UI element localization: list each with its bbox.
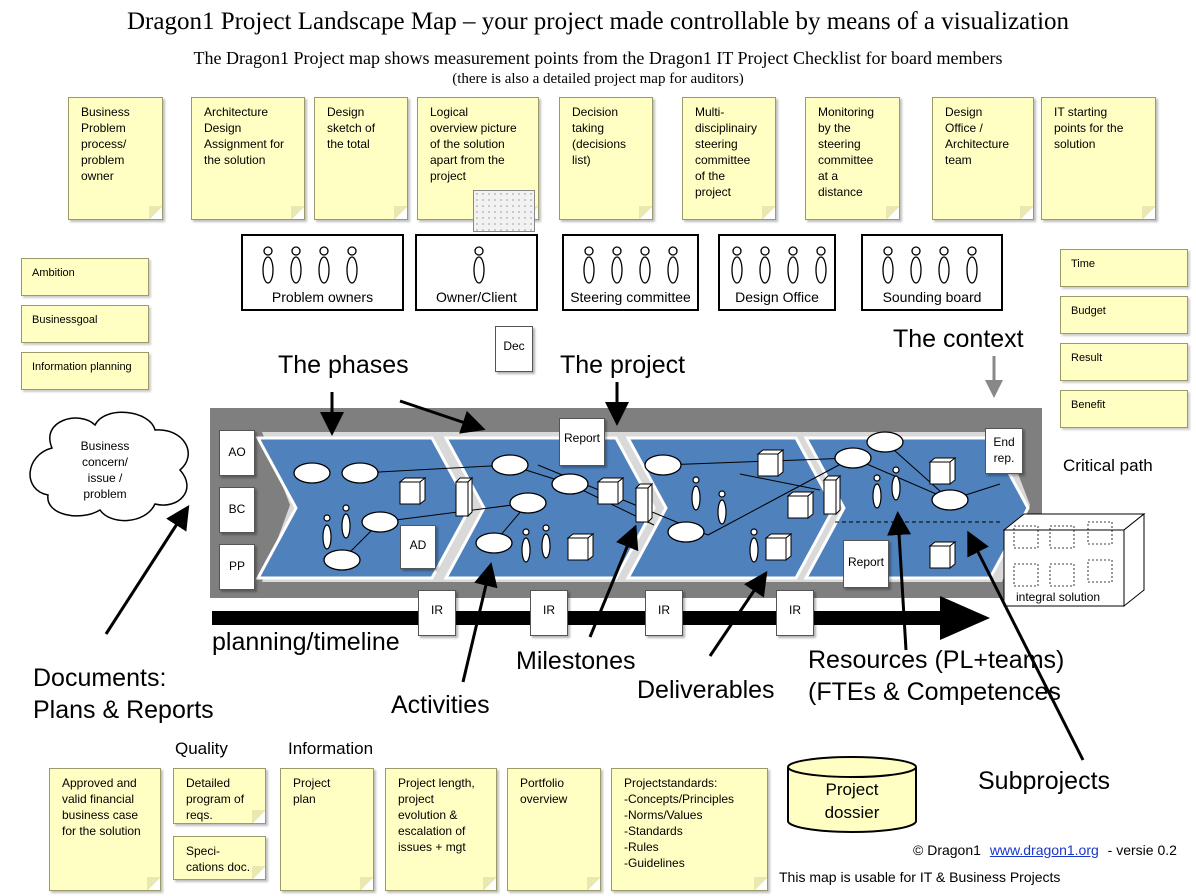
note-project-length: Project length, project evolution & esca… xyxy=(385,768,497,891)
people-box-problem-owners: Problem owners xyxy=(241,234,404,311)
footer-line: © Dragon1 www.dragon1.org - versie 0.2 xyxy=(913,842,1177,858)
note-project-plan: Project plan xyxy=(280,768,374,891)
label-project-dossier: Project dossier xyxy=(824,780,880,822)
label-the-project: The project xyxy=(560,351,686,379)
label-quality: Quality xyxy=(175,739,228,758)
document-ao: AO xyxy=(219,430,255,476)
person-icons xyxy=(583,246,679,284)
document-end-report: End rep. xyxy=(985,428,1023,474)
note-specifications: Speci- cations doc. xyxy=(173,836,266,880)
person-icons xyxy=(262,246,358,284)
note-result: Result xyxy=(1060,343,1188,381)
note-steering-committee: Multi- disciplinairy steering committee … xyxy=(682,97,776,220)
decision-document: Dec xyxy=(495,326,533,372)
callout-arrows xyxy=(104,382,1085,761)
label-activities: Activities xyxy=(391,691,490,719)
label-the-context: The context xyxy=(893,325,1024,353)
label-information: Information xyxy=(288,739,374,758)
document-ad: AD xyxy=(400,525,436,569)
document-ir-1: IR xyxy=(418,590,456,636)
note-time: Time xyxy=(1060,249,1188,287)
integral-solution-box xyxy=(1002,512,1146,608)
people-box-steering-committee: Steering committee xyxy=(562,234,699,311)
label-critical-path: Critical path xyxy=(1063,456,1153,475)
note-ambition: Ambition xyxy=(21,258,149,296)
note-it-starting-points: IT starting points for the solution xyxy=(1041,97,1156,220)
page-subtitle: The Dragon1 Project map shows measuremen… xyxy=(193,48,1003,68)
document-report-2: Report xyxy=(843,540,889,588)
people-box-design-office: Design Office xyxy=(718,234,836,311)
note-benefit: Benefit xyxy=(1060,390,1188,428)
note-budget: Budget xyxy=(1060,296,1188,334)
copyright-text: © Dragon1 xyxy=(913,842,981,858)
version-text: - versie 0.2 xyxy=(1107,842,1177,858)
note-decision-taking: Decision taking (decisions list) xyxy=(559,97,653,220)
document-pp: PP xyxy=(219,544,255,590)
dragon1-link[interactable]: www.dragon1.org xyxy=(989,842,1099,858)
project-dossier-cylinder xyxy=(787,756,917,833)
document-report: Report xyxy=(559,418,605,466)
document-bc: BC xyxy=(219,487,255,533)
person-icons xyxy=(882,246,978,284)
document-ir-2: IR xyxy=(530,590,568,636)
page-title: Dragon1 Project Landscape Map – your pro… xyxy=(126,8,1070,35)
activities-group xyxy=(293,431,969,571)
label-subprojects: Subprojects xyxy=(978,767,1111,795)
business-concern-cloud xyxy=(29,411,189,522)
note-architecture-design-assignment: Architecture Design Assignment for the s… xyxy=(191,97,305,220)
milestones-group xyxy=(454,474,842,524)
note-projectstandards: Projectstandards: -Concepts/Principles -… xyxy=(611,768,768,891)
person-icon xyxy=(473,246,485,284)
note-design-sketch: Design sketch of the total xyxy=(314,97,408,220)
document-ir-4: IR xyxy=(776,590,814,636)
note-business-problem: Business Problem process/ problem owner xyxy=(68,97,163,220)
planning-timeline-arrow xyxy=(212,596,990,640)
note-information-planning: Information planning xyxy=(21,352,149,390)
person-icons xyxy=(731,246,827,284)
note-business-case: Approved and valid financial business ca… xyxy=(49,768,161,891)
label-milestones: Milestones xyxy=(516,647,636,675)
document-ir-3: IR xyxy=(645,590,683,636)
deliverable-cubes xyxy=(398,448,957,570)
label-documents: Documents: Plans & Reports xyxy=(33,664,214,724)
page-note: (there is also a detailed project map fo… xyxy=(452,71,744,87)
label-resources: Resources (PL+teams) (FTEs & Competences xyxy=(808,646,1065,706)
note-program-of-reqs: Detailed program of reqs. xyxy=(173,768,266,824)
overview-picture-thumbnail xyxy=(473,190,535,232)
note-design-office: Design Office / Architecture team xyxy=(932,97,1034,220)
resource-persons xyxy=(322,466,901,563)
note-portfolio-overview: Portfolio overview xyxy=(507,768,601,891)
footer-usable-text: This map is usable for IT & Business Pro… xyxy=(779,869,1061,885)
note-monitoring: Monitoring by the steering committee at … xyxy=(805,97,900,220)
note-businessgoal: Businessgoal xyxy=(21,305,149,343)
cloud-label: Business concern/ issue / problem xyxy=(80,439,130,501)
people-box-sounding-board: Sounding board xyxy=(861,234,1003,311)
label-deliverables: Deliverables xyxy=(637,676,775,704)
people-box-owner-client: Owner/Client xyxy=(415,234,538,311)
label-the-phases: The phases xyxy=(278,351,409,379)
label-planning-timeline: planning/timeline xyxy=(212,628,400,656)
label-integral-solution: integral solution xyxy=(1016,590,1101,604)
